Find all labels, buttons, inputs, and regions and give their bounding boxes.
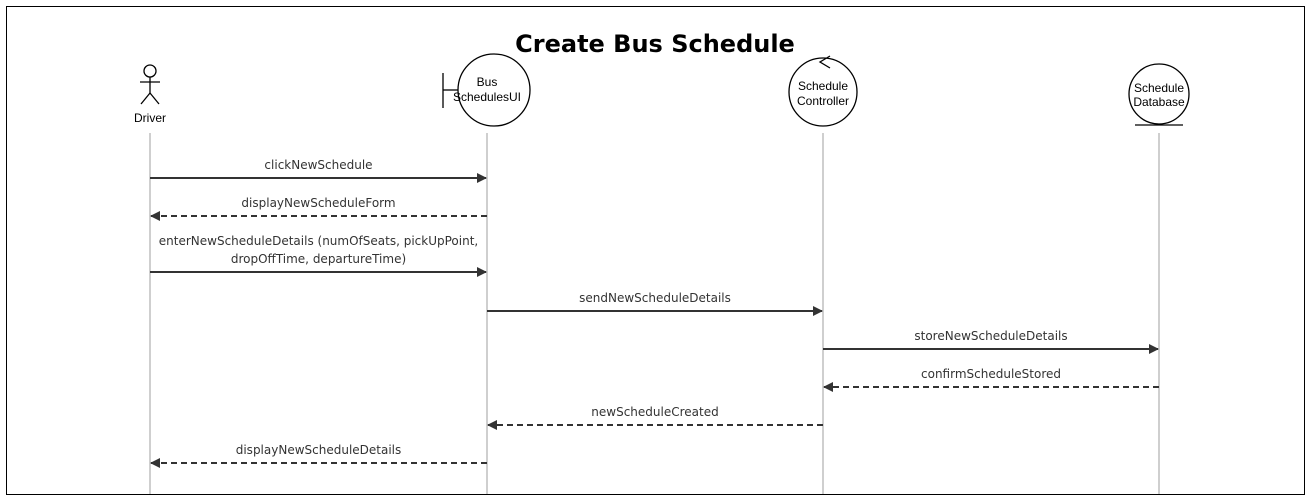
label-line: SchedulesUI	[453, 90, 521, 104]
control-icon	[788, 55, 858, 127]
message-label: newScheduleCreated	[591, 405, 718, 419]
label-line: enterNewScheduleDetails (numOfSeats, pic…	[159, 234, 478, 248]
label-line: Database	[1133, 95, 1185, 109]
message-label: confirmScheduleStored	[921, 367, 1061, 381]
label-line: newScheduleCreated	[591, 405, 718, 419]
messages: clickNewSchedule displayNewScheduleForm en…	[150, 158, 1159, 468]
message-label: enterNewScheduleDetails (numOfSeats, pic…	[159, 234, 478, 266]
message-1: clickNewSchedule	[150, 158, 487, 183]
diagram-title: Create Bus Schedule	[515, 30, 795, 58]
diagram-frame	[6, 6, 1305, 495]
boundary-icon	[442, 53, 531, 127]
participant-label: Driver	[134, 111, 166, 125]
message-7: newScheduleCreated	[487, 405, 823, 430]
label-line: Bus	[477, 75, 498, 89]
entity-icon	[1128, 63, 1190, 126]
message-3: enterNewScheduleDetails (numOfSeats, pic…	[150, 234, 487, 277]
message-label: displayNewScheduleForm	[241, 196, 395, 210]
lifelines	[149, 133, 1160, 494]
label-line: Controller	[797, 94, 849, 108]
message-label: storeNewScheduleDetails	[914, 329, 1067, 343]
label-line: storeNewScheduleDetails	[914, 329, 1067, 343]
message-6: confirmScheduleStored	[823, 367, 1159, 392]
message-label: sendNewScheduleDetails	[579, 291, 731, 305]
label-line: confirmScheduleStored	[921, 367, 1061, 381]
message-5: storeNewScheduleDetails	[823, 329, 1159, 354]
message-8: displayNewScheduleDetails	[150, 443, 487, 468]
label-line: Driver	[134, 111, 166, 125]
label-line: dropOffTime, departureTime)	[231, 252, 406, 266]
message-4: sendNewScheduleDetails	[487, 291, 823, 316]
message-label: clickNewSchedule	[264, 158, 372, 172]
message-label: displayNewScheduleDetails	[236, 443, 402, 457]
label-line: sendNewScheduleDetails	[579, 291, 731, 305]
label-line: Schedule	[798, 79, 848, 93]
participant-driver: Driver	[134, 64, 166, 125]
label-line: displayNewScheduleForm	[241, 196, 395, 210]
label-line: displayNewScheduleDetails	[236, 443, 402, 457]
label-line: Schedule	[1134, 81, 1184, 95]
actor-icon	[140, 64, 160, 105]
message-2: displayNewScheduleForm	[150, 196, 487, 221]
label-line: clickNewSchedule	[264, 158, 372, 172]
